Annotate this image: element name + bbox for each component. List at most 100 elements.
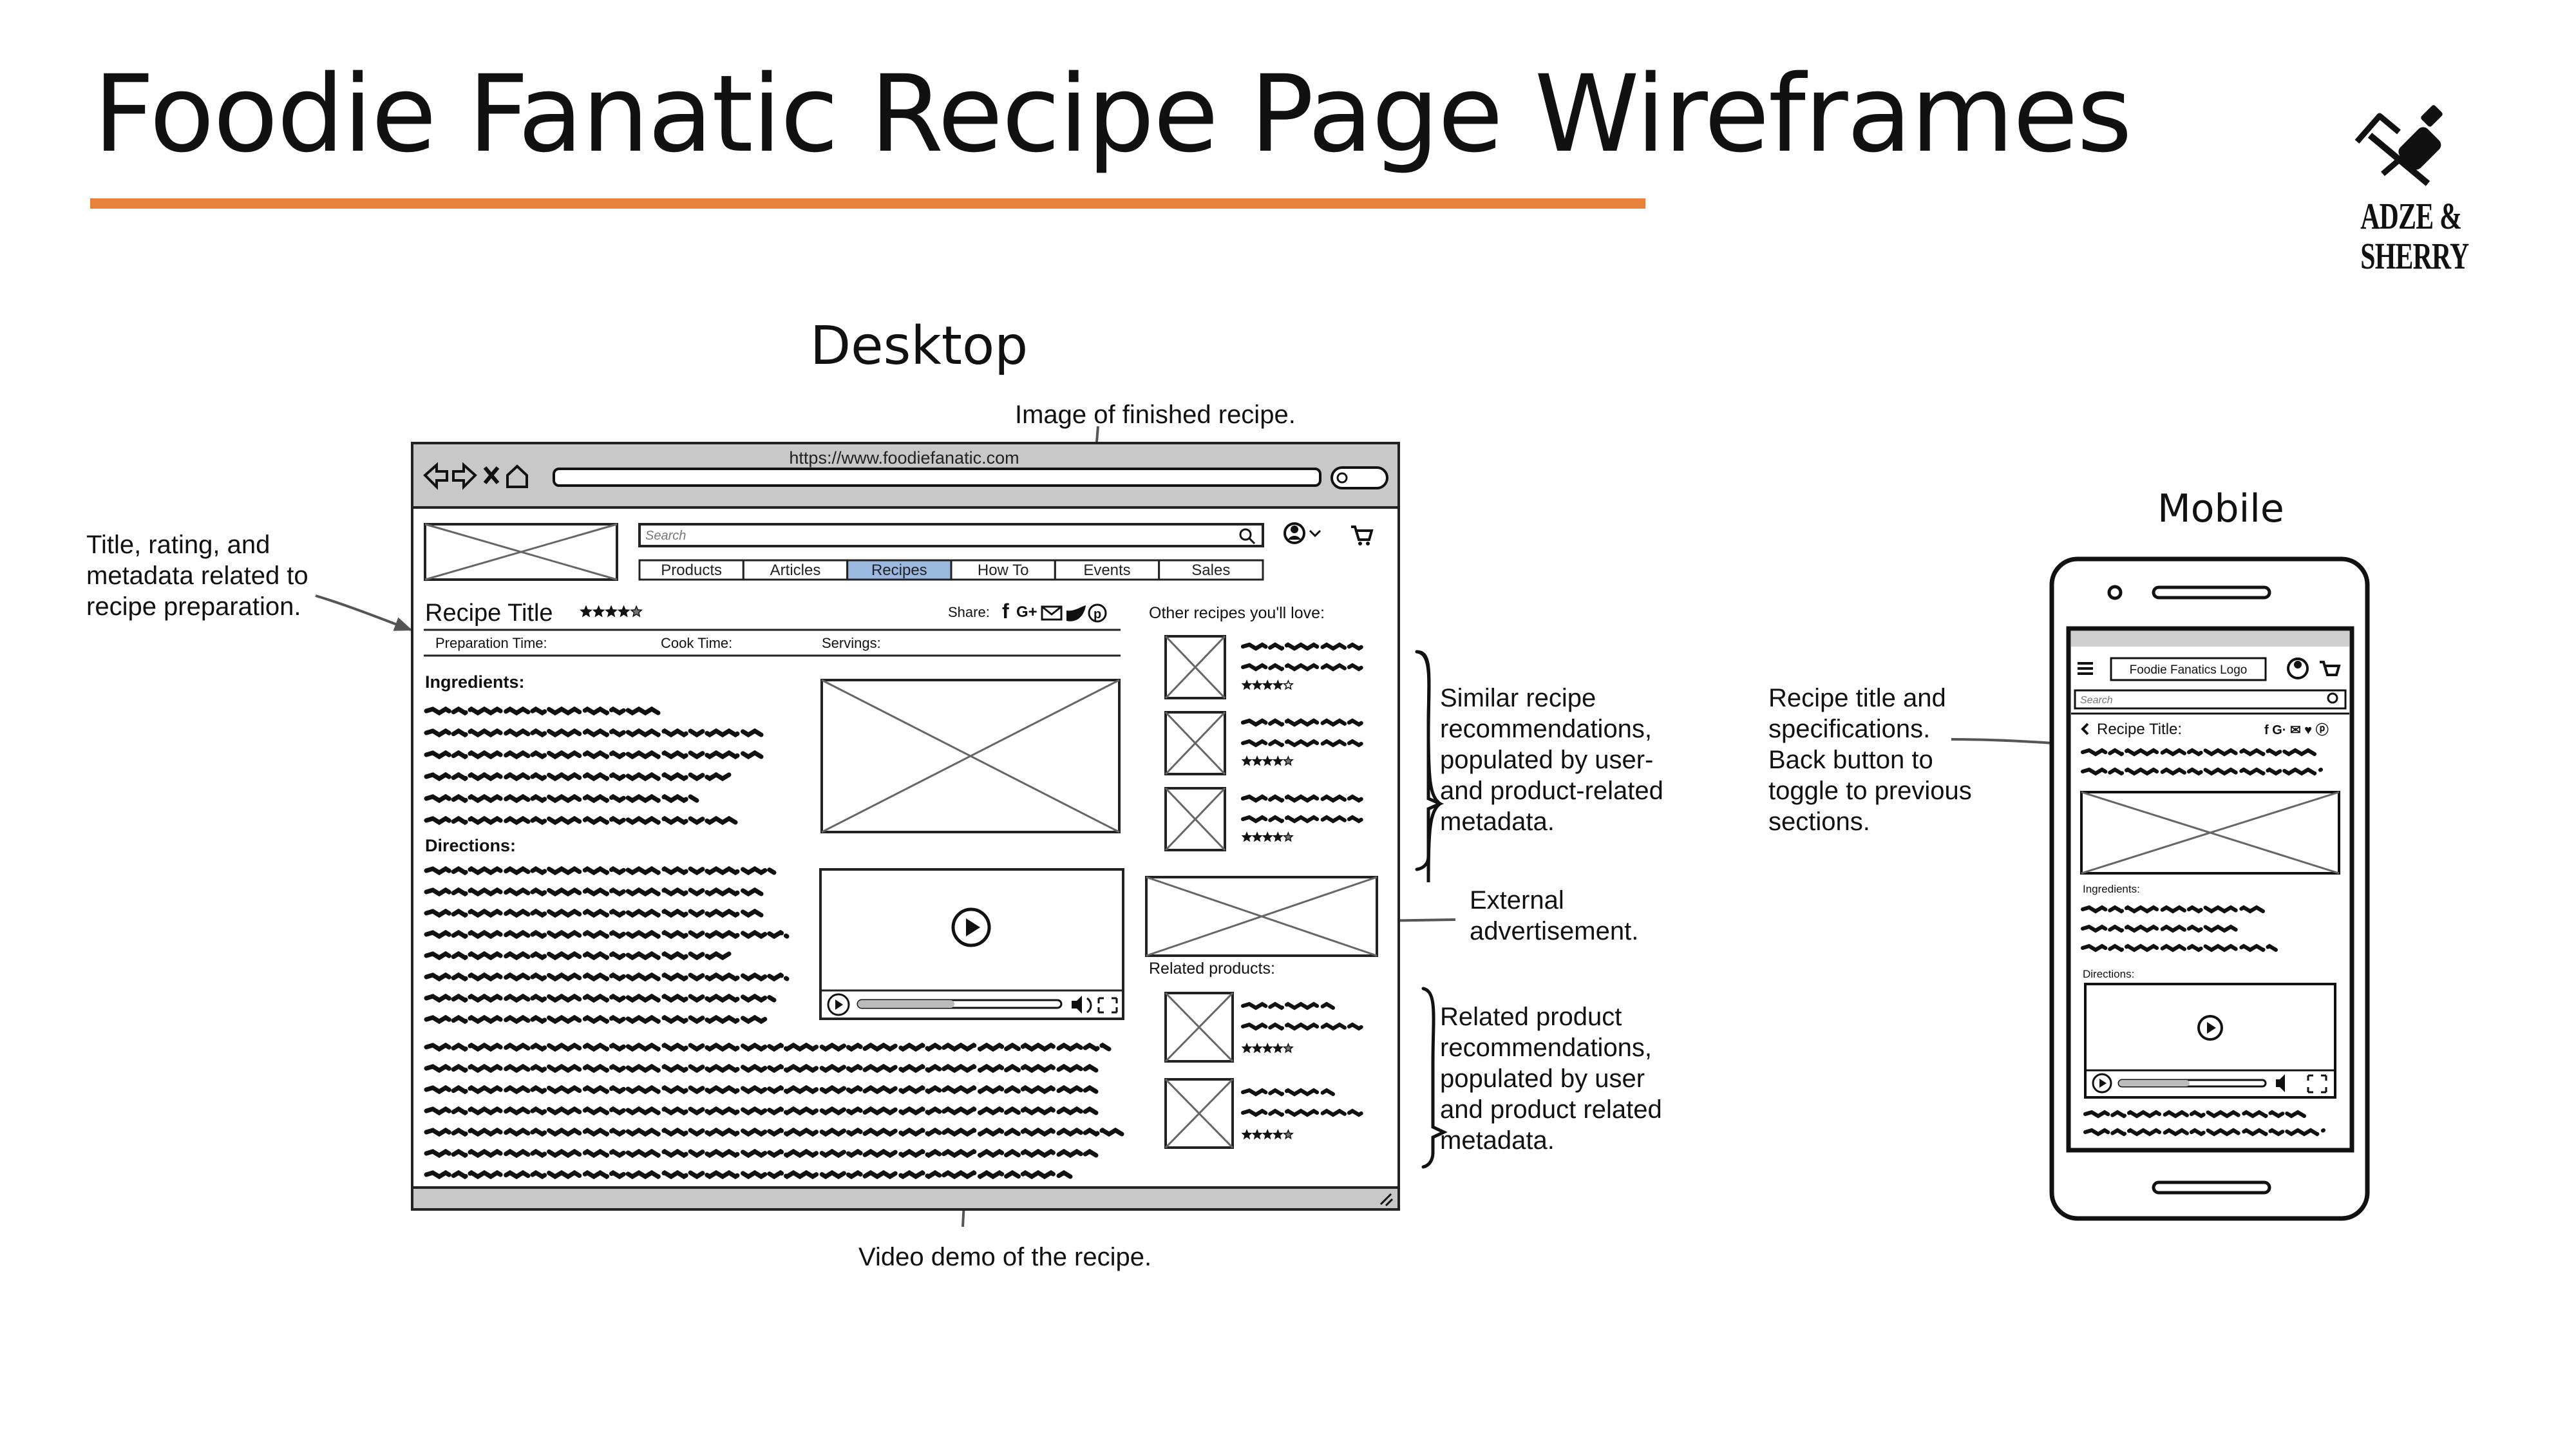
video-progress-fill	[858, 1000, 954, 1008]
nav-tab-sales[interactable]	[1158, 559, 1264, 581]
text-line-placeholder	[1241, 1088, 1335, 1097]
resize-handle-icon[interactable]	[1379, 1193, 1394, 1207]
back-arrow-icon[interactable]	[423, 462, 448, 490]
chevron-down-icon[interactable]	[1309, 529, 1321, 538]
text-line-placeholder	[424, 750, 764, 760]
mobile-video-play-icon[interactable]	[2092, 1073, 2112, 1094]
text-line-placeholder	[1241, 1108, 1367, 1117]
text-line-placeholder	[424, 866, 777, 876]
annotation-mobile-title: Recipe title and specifications. Back bu…	[1768, 684, 1972, 836]
text-line-placeholder	[424, 1127, 1124, 1137]
text-line-placeholder	[2081, 943, 2278, 952]
brace-related-products	[1421, 987, 1448, 1169]
mobile-search-placeholder: Search	[2080, 695, 2113, 706]
nav-tab-how-to[interactable]	[950, 559, 1056, 581]
twitter-icon[interactable]	[1066, 605, 1086, 621]
mobile-meta-text-placeholder	[2081, 748, 2323, 776]
star-icon	[1251, 1042, 1263, 1054]
star-icon	[1262, 679, 1273, 690]
mobile-volume-icon[interactable]	[2276, 1074, 2285, 1092]
close-icon[interactable]	[483, 466, 500, 484]
play-button-icon[interactable]	[951, 907, 991, 947]
text-line-placeholder	[424, 951, 732, 961]
mobile-share-icons[interactable]: f G· ✉ ♥ ⓟ	[2264, 723, 2329, 737]
video-play-icon[interactable]	[827, 993, 850, 1016]
text-line-placeholder	[424, 887, 764, 897]
mobile-status-bar	[2071, 631, 2349, 647]
mobile-section-label: Mobile	[2157, 486, 2284, 531]
brace-similar-recipes-b	[1415, 650, 1444, 871]
mobile-search-input[interactable]	[2074, 689, 2347, 710]
related-product-rating	[1241, 1128, 1294, 1140]
directions-heading: Directions:	[425, 836, 516, 855]
star-icon	[1272, 1128, 1283, 1140]
star-icon	[1241, 831, 1253, 842]
mobile-wireframe: Foodie Fanatics Logo Search Recipe Title…	[2049, 556, 2370, 1221]
cart-icon[interactable]	[1351, 526, 1374, 541]
text-line-placeholder	[2083, 1110, 2306, 1119]
nav-tab-label: Recipes	[871, 562, 927, 579]
nav-tab-recipes[interactable]	[846, 559, 952, 581]
browser-status-bar	[411, 1186, 1400, 1211]
browser-search-box[interactable]	[1331, 466, 1388, 489]
nav-tab-label: Events	[1083, 562, 1130, 579]
other-recipe-rating	[1241, 679, 1294, 690]
back-chevron-icon[interactable]	[2081, 723, 2089, 735]
mobile-video-progress-fill	[2119, 1080, 2190, 1086]
facebook-icon[interactable]: f	[1002, 600, 1009, 623]
other-recipe-rating	[1241, 831, 1294, 842]
browser-url: https://www.foodiefanatic.com	[789, 448, 1019, 468]
directions-text-placeholder	[424, 866, 790, 1025]
text-line-placeholder	[424, 728, 764, 738]
mobile-play-button-icon[interactable]	[2197, 1015, 2223, 1041]
text-line-placeholder	[424, 1014, 770, 1025]
text-line-placeholder	[424, 972, 790, 982]
other-recipe-rating	[1241, 755, 1294, 766]
body-text-placeholder	[424, 1042, 1124, 1180]
related-products-heading: Related products:	[1149, 960, 1275, 978]
text-line-placeholder	[1241, 815, 1367, 824]
fullscreen-icon[interactable]	[1097, 997, 1118, 1014]
search-icon[interactable]	[1239, 528, 1252, 541]
related-products-list	[1164, 992, 1367, 1149]
servings-label: Servings:	[822, 635, 881, 651]
text-line-placeholder	[424, 1106, 1099, 1116]
text-line-placeholder	[424, 1170, 1073, 1180]
mobile-logo-box[interactable]	[2110, 657, 2267, 681]
pinterest-icon[interactable]	[1088, 603, 1107, 623]
star-icon	[580, 605, 592, 618]
text-line-placeholder	[1241, 1001, 1335, 1010]
nav-tab-articles[interactable]	[742, 559, 849, 581]
recipe-rating-stars	[580, 605, 643, 618]
annotation-video: Video demo of the recipe.	[858, 1243, 1152, 1271]
mobile-search-icon[interactable]	[2327, 692, 2338, 704]
star-icon	[605, 605, 618, 618]
email-icon[interactable]	[1041, 605, 1063, 621]
home-icon[interactable]	[506, 464, 528, 488]
text-line-placeholder	[2081, 905, 2265, 914]
hamburger-menu-icon[interactable]	[2078, 662, 2093, 675]
mobile-fullscreen-icon[interactable]	[2307, 1074, 2327, 1094]
phone-home-bar[interactable]	[2152, 1180, 2271, 1195]
share-label: Share:	[948, 604, 990, 620]
volume-icon[interactable]	[1072, 996, 1082, 1014]
search-input[interactable]	[638, 523, 1264, 547]
annotation-similar-recipes: Similar recipe recommendations, populate…	[1440, 684, 1663, 836]
other-recipes-list	[1164, 635, 1367, 851]
mobile-ingredients-placeholder	[2081, 905, 2278, 952]
text-line-placeholder	[424, 908, 764, 918]
mobile-cart-icon[interactable]	[2320, 661, 2341, 676]
text-line-placeholder	[424, 929, 790, 940]
address-bar[interactable]	[553, 468, 1321, 487]
star-icon	[1251, 679, 1263, 690]
text-line-placeholder	[424, 1063, 1099, 1074]
text-line-placeholder	[424, 1084, 1099, 1095]
forward-arrow-icon[interactable]	[452, 462, 477, 490]
text-line-placeholder	[424, 1148, 1099, 1159]
account-icon[interactable]	[1283, 522, 1305, 544]
ingredients-text-placeholder	[424, 706, 764, 826]
star-icon	[1262, 1042, 1273, 1054]
mobile-account-icon[interactable]	[2287, 658, 2309, 679]
google-plus-icon[interactable]: G+	[1016, 603, 1037, 621]
